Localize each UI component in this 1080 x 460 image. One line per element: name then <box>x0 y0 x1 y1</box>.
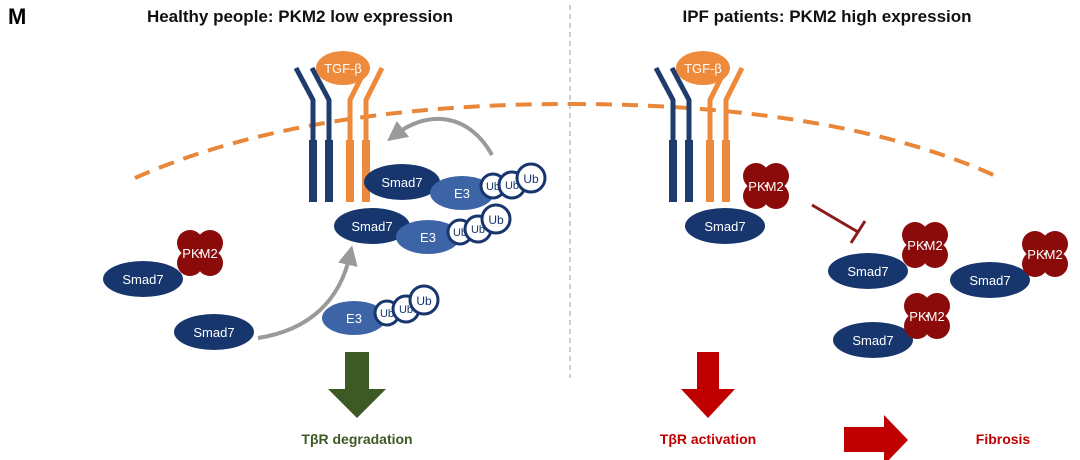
tgf-beta-ligand-right <box>676 51 730 85</box>
smad7-label: Smad7 <box>193 325 234 340</box>
ub-label: Ub <box>505 180 519 192</box>
panel-label: M <box>8 4 26 29</box>
e3-ligase-upper <box>430 176 494 210</box>
tgf-beta-label-left: TGF-β <box>324 61 362 76</box>
e3-ligase-free <box>322 301 386 335</box>
smad7-bound-pkm2-left <box>103 261 183 297</box>
ubiquitin-chain-free <box>373 284 440 327</box>
degradation-outcome-label: TβR degradation <box>301 431 412 447</box>
ub-label: Ub <box>453 227 467 239</box>
activation-outcome-label: TβR activation <box>660 431 756 447</box>
right-panel-title: IPF patients: PKM2 high expression <box>682 7 971 26</box>
ub-label: Ub <box>380 308 394 320</box>
receptor-type2-transmembrane-right <box>706 140 730 202</box>
ub-label: Ub <box>399 304 413 316</box>
smad7-complex-upper <box>364 164 440 200</box>
pkm2-label: PKM2 <box>1027 247 1062 262</box>
ub-label: Ub <box>488 213 504 227</box>
degradation-arrow <box>328 352 386 418</box>
smad7-label: Smad7 <box>351 219 392 234</box>
pkm2-label: PKM2 <box>909 309 944 324</box>
fibrosis-label: Fibrosis <box>976 431 1031 447</box>
ub-label: Ub <box>523 172 539 186</box>
pkm2-label: PKM2 <box>907 238 942 253</box>
receptor-type1-right <box>653 66 692 140</box>
tgf-beta-ligand-left <box>316 51 370 85</box>
ubiquitin-chain-upper <box>479 162 547 200</box>
e3-label: E3 <box>420 230 436 245</box>
e3-label: E3 <box>346 311 362 326</box>
smad7-sequestered-1 <box>828 253 908 289</box>
inhibition-line <box>811 203 867 244</box>
smad7-label: Smad7 <box>122 272 163 287</box>
smad7-label: Smad7 <box>969 273 1010 288</box>
ub-label: Ub <box>486 181 500 193</box>
left-panel-title: Healthy people: PKM2 low expression <box>147 7 453 26</box>
fibrosis-arrow <box>844 415 908 460</box>
smad7-label: Smad7 <box>852 333 893 348</box>
receptor-type1-transmembrane-left <box>309 140 333 202</box>
ubiquitin-chain-lower <box>446 203 512 246</box>
smad7-label: Smad7 <box>381 175 422 190</box>
receptor-type2-transmembrane-left <box>346 140 370 202</box>
recycle-arrow <box>387 116 494 156</box>
ub-label: Ub <box>416 294 432 308</box>
cell-membrane-left <box>134 102 571 180</box>
tgf-beta-label-right: TGF-β <box>684 61 722 76</box>
smad7-free <box>174 314 254 350</box>
pkm2-label: PKM2 <box>182 246 217 261</box>
e3-ligase-lower <box>396 220 460 254</box>
binding-arrow <box>257 245 358 340</box>
smad7-label: Smad7 <box>704 219 745 234</box>
activation-arrow <box>681 352 735 418</box>
e3-label: E3 <box>454 186 470 201</box>
pkm2-label: PKM2 <box>748 179 783 194</box>
ub-label: Ub <box>471 224 485 236</box>
smad7-label: Smad7 <box>847 264 888 279</box>
cell-membrane-right <box>569 102 1001 180</box>
smad7-sequestered-3 <box>833 322 913 358</box>
smad7-complex-lower <box>334 208 410 244</box>
receptor-type1-left <box>293 66 332 140</box>
smad7-sequestered-2 <box>950 262 1030 298</box>
smad7-at-receptor-right <box>685 208 765 244</box>
receptor-type1-transmembrane-right <box>669 140 693 202</box>
